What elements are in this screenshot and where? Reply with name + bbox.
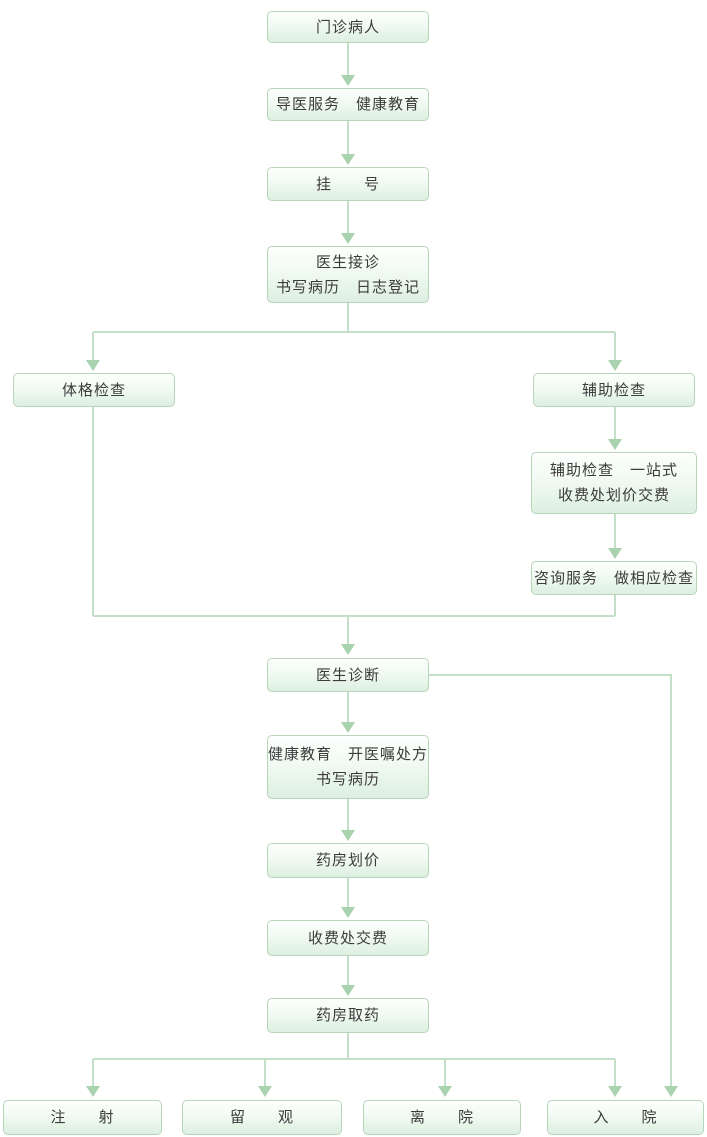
- edge-dispense-split: [92, 1033, 616, 1088]
- node-label: 体格检查: [61, 381, 126, 399]
- arrowhead-physical: [86, 360, 100, 371]
- node-label: 医生诊断: [315, 666, 380, 684]
- flow-node-physical-exam: 体格检查: [13, 373, 175, 407]
- flow-node-doctor-reception: 医生接诊 书写病历 日志登记: [267, 246, 429, 303]
- flow-node-guide-service: 导医服务 健康教育: [267, 88, 429, 121]
- flow-node-health-education: 健康教育 开医嘱处方 书写病历: [267, 735, 429, 799]
- node-label: 入 院: [593, 1109, 658, 1126]
- node-label: 挂 号: [315, 175, 380, 193]
- node-label: 收费处交费: [307, 929, 388, 947]
- arrowhead-pricing: [341, 830, 355, 841]
- flow-node-diagnosis: 医生诊断: [267, 658, 429, 692]
- arrowhead-payment: [341, 907, 355, 918]
- node-label-line1: 医生接诊: [315, 253, 380, 271]
- flow-node-pharmacy-pricing: 药房划价: [267, 843, 429, 878]
- node-label-line2: 书写病历: [315, 771, 380, 788]
- node-label: 门诊病人: [315, 18, 380, 36]
- node-label: 辅助检查: [581, 381, 646, 399]
- arrowhead-consult: [608, 548, 622, 559]
- flow-node-injection: 注 射: [3, 1100, 162, 1135]
- arrowhead-register: [341, 154, 355, 165]
- arrowhead-diagnosis: [341, 644, 355, 655]
- edge-diagnosis-admission: [429, 674, 672, 1088]
- flow-node-auxiliary-exam: 辅助检查: [533, 373, 695, 407]
- arrowhead-injection: [86, 1086, 100, 1097]
- node-label: 导医服务 健康教育: [275, 96, 420, 113]
- flow-node-outpatient: 门诊病人: [267, 11, 429, 43]
- arrowhead-dispense: [341, 985, 355, 996]
- edge-reception-split: [92, 303, 616, 362]
- flow-node-pharmacy-dispense: 药房取药: [267, 998, 429, 1033]
- flow-node-observation: 留 观: [182, 1100, 342, 1135]
- node-label-line2: 书写病历 日志登记: [275, 278, 420, 296]
- flow-node-onestop-payment: 辅助检查 一站式 收费处划价交费: [531, 452, 697, 514]
- arrowhead-onestop: [608, 439, 622, 450]
- node-label-line2: 收费处划价交费: [557, 487, 670, 504]
- node-label: 咨询服务 做相应检查: [533, 569, 694, 587]
- flow-node-register: 挂 号: [267, 167, 429, 201]
- node-label: 注 射: [50, 1109, 115, 1126]
- node-label-line1: 辅助检查 一站式: [549, 462, 678, 479]
- edge-merge-diagnosis: [92, 407, 616, 646]
- arrowhead-admission: [608, 1086, 622, 1097]
- flow-node-cashier-payment: 收费处交费: [267, 920, 429, 956]
- arrowhead-guide: [341, 75, 355, 86]
- flow-node-leave-hospital: 离 院: [363, 1100, 521, 1135]
- node-label: 留 观: [229, 1109, 294, 1126]
- node-label: 药房划价: [315, 852, 380, 869]
- arrowhead-observation: [258, 1086, 272, 1097]
- arrowhead-auxiliary: [608, 360, 622, 371]
- arrowhead-healthedu: [341, 722, 355, 733]
- arrowhead-admission-direct: [664, 1086, 678, 1097]
- node-label: 离 院: [409, 1109, 474, 1126]
- node-label-line1: 健康教育 开医嘱处方: [268, 746, 429, 763]
- node-label: 药房取药: [315, 1007, 380, 1024]
- arrowhead-leave: [438, 1086, 452, 1097]
- flow-node-consult-service: 咨询服务 做相应检查: [531, 561, 697, 595]
- flow-node-admission: 入 院: [547, 1100, 704, 1135]
- arrowhead-reception: [341, 233, 355, 244]
